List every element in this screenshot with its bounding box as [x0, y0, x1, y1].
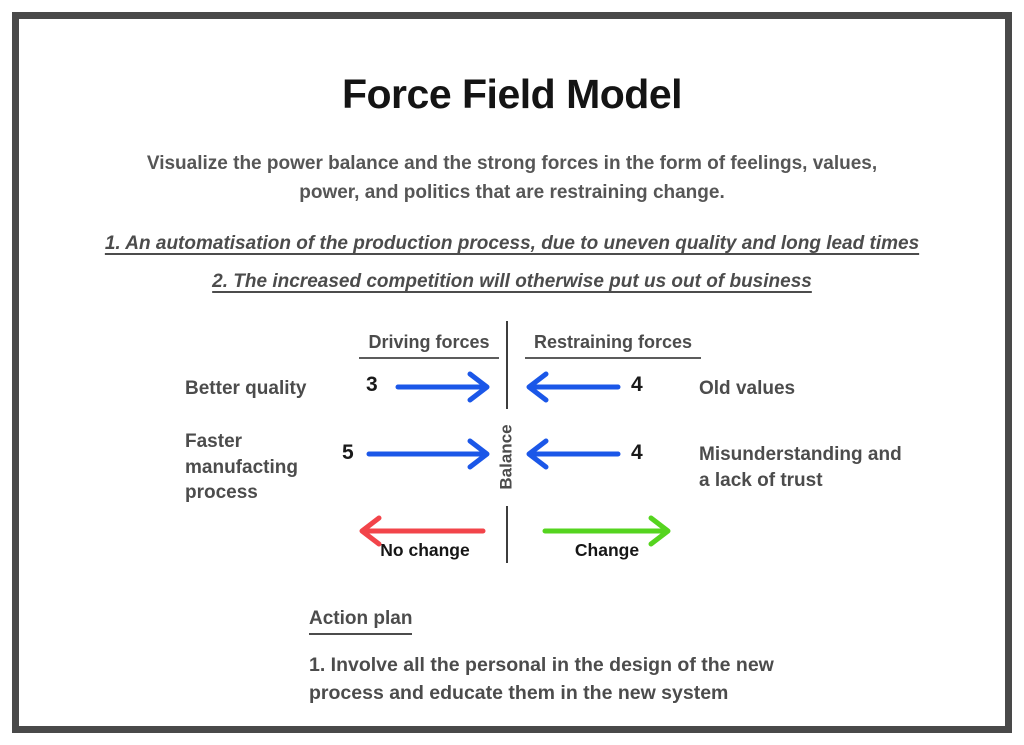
driving-force-label-row2: Faster manufacting process: [185, 431, 298, 504]
driving-forces-header: Driving forces: [359, 332, 499, 359]
restraining-force-value-row1: 4: [631, 373, 643, 396]
restraining-arrow-row2-icon: [526, 438, 621, 470]
driving-force-value-row2: 5: [342, 441, 354, 464]
driving-force-value-row1: 3: [366, 373, 378, 396]
change-label: Change: [574, 540, 640, 560]
balance-axis-line-bottom: [506, 506, 508, 563]
action-plan-item-1: 1. Involve all the personal in the desig…: [309, 654, 774, 704]
balance-axis-label: Balance: [497, 424, 517, 490]
no-change-arrow-icon: [359, 515, 486, 547]
change-reason-2: 2. The increased competition will otherw…: [212, 271, 812, 292]
page-title: Force Field Model: [341, 71, 683, 117]
action-plan-heading: Action plan: [309, 608, 413, 635]
restraining-force-label-row1: Old values: [699, 378, 796, 399]
poster-frame: Force Field Model Visualize the power ba…: [12, 12, 1012, 733]
no-change-label: No change: [380, 540, 470, 560]
restraining-force-value-row2: 4: [631, 441, 643, 464]
driving-arrow-row2-icon: [366, 438, 490, 470]
change-reason-1: 1. An automatisation of the production p…: [104, 233, 920, 254]
driving-arrow-row1-icon: [395, 371, 490, 403]
restraining-forces-header: Restraining forces: [525, 332, 701, 359]
restraining-arrow-row1-icon: [526, 371, 621, 403]
driving-force-label-row1: Better quality: [185, 378, 307, 399]
balance-axis-line-top: [506, 321, 508, 409]
force-field-diagram: Force Field Model Visualize the power ba…: [19, 19, 1005, 726]
restraining-force-label-row2: Misunderstanding and a lack of trust: [699, 444, 902, 491]
description-text: Visualize the power balance and the stro…: [146, 153, 878, 203]
change-arrow-icon: [542, 515, 671, 547]
